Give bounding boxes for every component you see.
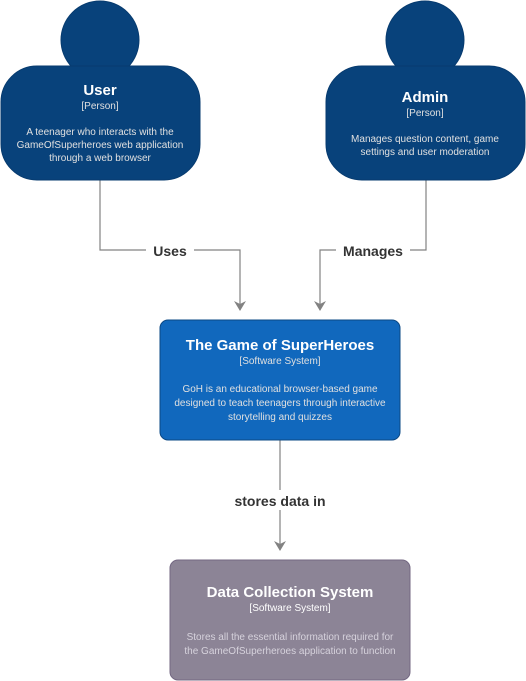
person-admin-title: Admin xyxy=(402,89,449,106)
person-user-desc-1: A teenager who interacts with the xyxy=(26,127,174,138)
system-data-collection: Data Collection System [Software System]… xyxy=(169,559,411,681)
person-admin-desc-2: settings and user moderation xyxy=(361,147,490,158)
system-data-collection-title: Data Collection System xyxy=(207,584,374,601)
system-data-collection-desc-1: Stores all the essential information req… xyxy=(187,632,394,643)
person-user-desc-2: GameOfSuperheroes web application xyxy=(17,140,184,151)
edge-goh-stores: stores data in xyxy=(222,440,338,551)
person-user-title: User xyxy=(83,82,117,99)
system-goh-desc-2: designed to teach teenagers through inte… xyxy=(174,398,386,409)
person-admin-desc-1: Manages question content, game xyxy=(351,134,499,145)
person-user-type: [Person] xyxy=(81,101,118,112)
system-data-collection-desc-2: the GameOfSuperheroes application to fun… xyxy=(184,646,395,657)
system-goh: The Game of SuperHeroes [Software System… xyxy=(159,319,401,441)
edge-uses-label: Uses xyxy=(153,243,187,259)
system-goh-desc-1: GoH is an educational browser-based game xyxy=(182,384,378,395)
person-user: User [Person] A teenager who interacts w… xyxy=(0,0,201,181)
edge-stores-label: stores data in xyxy=(234,493,325,509)
system-goh-box xyxy=(159,319,401,441)
system-data-collection-box xyxy=(169,559,411,681)
edge-manages-label: Manages xyxy=(343,243,403,259)
system-goh-type: [Software System] xyxy=(239,356,320,367)
edge-user-uses: Uses xyxy=(99,180,246,311)
system-data-collection-type: [Software System] xyxy=(249,603,330,614)
edge-admin-manages: Manages xyxy=(314,180,427,311)
person-user-body xyxy=(0,65,201,181)
person-admin: Admin [Person] Manages question content,… xyxy=(325,0,526,181)
system-goh-desc-3: storytelling and quizzes xyxy=(228,412,332,423)
person-admin-type: [Person] xyxy=(406,108,443,119)
person-user-desc-3: through a web browser xyxy=(49,153,151,164)
person-admin-body xyxy=(325,65,526,181)
system-goh-title: The Game of SuperHeroes xyxy=(186,337,374,354)
